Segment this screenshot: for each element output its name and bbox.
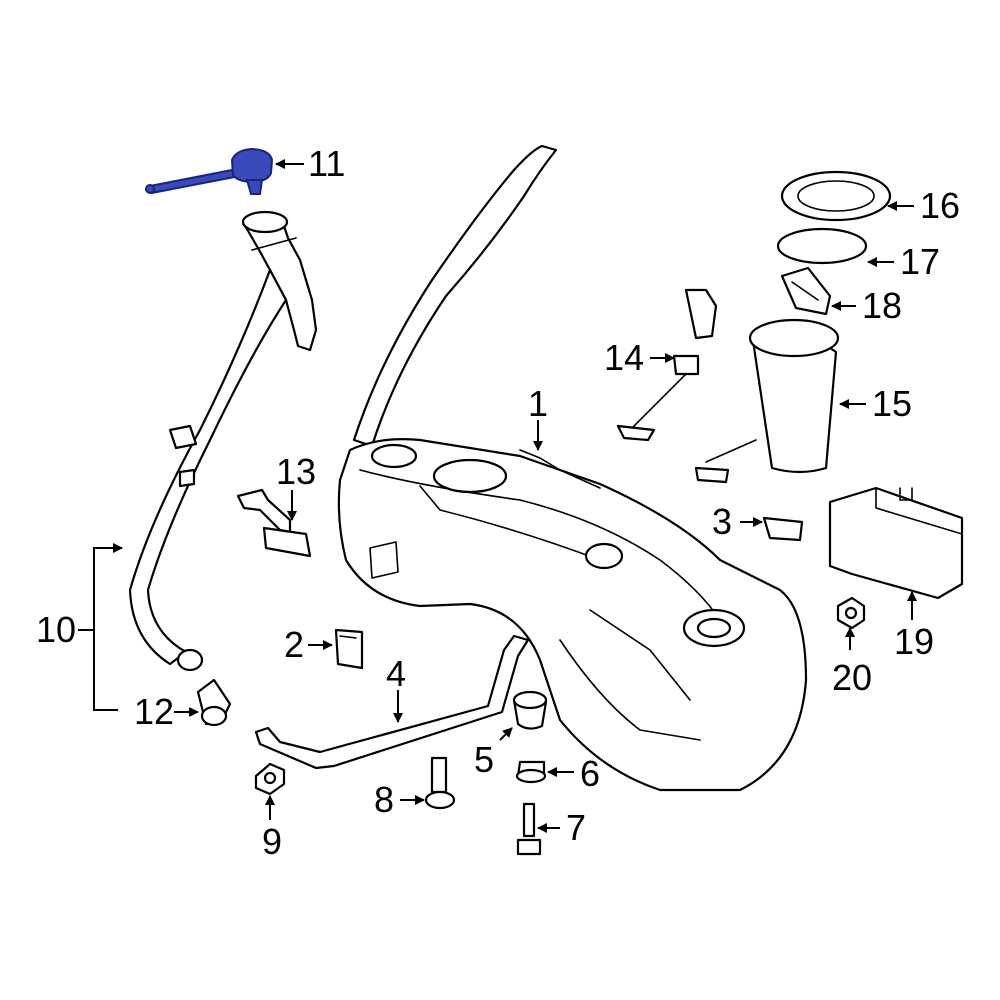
part-14-level-sensor[interactable] — [616, 288, 718, 442]
callout-13: 13 — [276, 451, 316, 492]
part-12-hose-sleeve[interactable] — [196, 678, 232, 727]
callout-4: 4 — [386, 653, 406, 694]
callout-1: 1 — [528, 383, 548, 424]
part-13-sender[interactable] — [236, 488, 312, 558]
callout-17: 17 — [900, 241, 940, 282]
part-4-tank-strap[interactable] — [254, 634, 530, 770]
callout-5: 5 — [474, 739, 494, 780]
callout-14: 14 — [604, 337, 644, 378]
callout-19: 19 — [894, 621, 934, 662]
callout-15: 15 — [872, 383, 912, 424]
callout-2: 2 — [284, 624, 304, 665]
part-19-control-module[interactable] — [828, 486, 964, 600]
part-1-fuel-tank[interactable] — [337, 144, 808, 792]
part-6-nut[interactable] — [515, 760, 547, 784]
part-20-nut[interactable] — [836, 596, 866, 630]
callout-6: 6 — [580, 753, 600, 794]
callout-20: 20 — [832, 657, 872, 698]
part-8-bolt[interactable] — [424, 756, 456, 810]
callout-11: 11 — [308, 143, 345, 184]
callout-10: 10 — [36, 609, 76, 650]
callout-8: 8 — [374, 779, 394, 820]
part-18-cap[interactable] — [780, 266, 832, 316]
part-5-rubber-mount[interactable] — [512, 690, 548, 730]
callout-7: 7 — [566, 807, 586, 848]
part-16-lock-ring[interactable] — [780, 170, 892, 222]
part-15-fuel-pump[interactable] — [694, 318, 840, 484]
callout-labels: 1 2 3 4 5 6 7 8 9 10 11 12 13 14 15 16 1… — [36, 143, 960, 862]
part-9-nut[interactable] — [254, 762, 286, 796]
callout-3: 3 — [712, 501, 732, 542]
part-2-pad[interactable] — [334, 628, 364, 670]
leader-arrows — [78, 159, 917, 833]
part-11-fuel-cap[interactable] — [145, 147, 274, 195]
part-3-pad[interactable] — [762, 516, 804, 542]
part-7-bolt[interactable] — [516, 802, 542, 856]
callout-18: 18 — [862, 285, 902, 326]
part-10-filler-pipe[interactable] — [128, 210, 318, 672]
callout-12: 12 — [134, 691, 174, 732]
part-17-gasket[interactable] — [776, 227, 868, 265]
callout-16: 16 — [920, 185, 960, 226]
callout-9: 9 — [262, 821, 282, 862]
